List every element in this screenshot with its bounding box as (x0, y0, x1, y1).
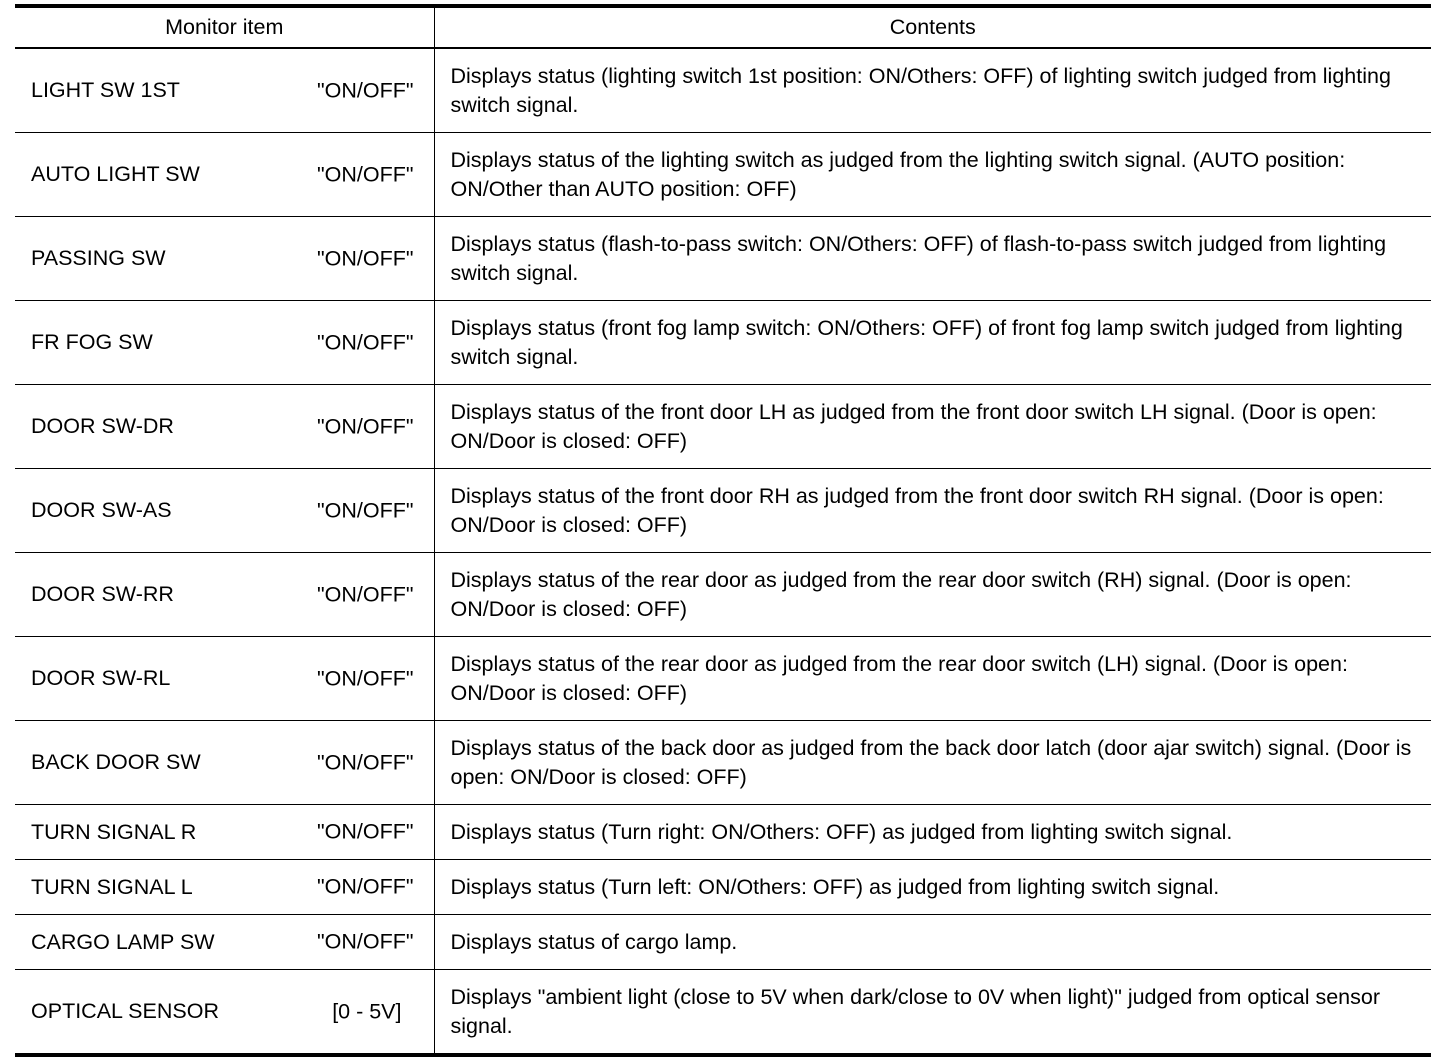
table-row: AUTO LIGHT SW "ON/OFF" Displays status of… (15, 132, 1431, 217)
contents-cell: Displays status (Turn right: ON/Others: … (434, 804, 1431, 860)
monitor-item-name: LIGHT SW 1ST (31, 78, 180, 102)
monitor-item-cell: DOOR SW-RR "ON/OFF" (15, 552, 435, 637)
table-row: DOOR SW-AS "ON/OFF" Displays status of th… (15, 468, 1431, 553)
monitor-item-value: "ON/OFF" (317, 666, 414, 690)
monitor-item-name: DOOR SW-RR (31, 582, 174, 606)
monitor-item-name: BACK DOOR SW (31, 750, 201, 774)
monitor-item-cell: OPTICAL SENSOR [0 - 5V] (15, 969, 435, 1055)
monitor-item-value: "ON/OFF" (317, 929, 414, 954)
table-row: BACK DOOR SW "ON/OFF" Displays status of … (15, 720, 1431, 805)
monitor-item-cell: TURN SIGNAL R "ON/OFF" (15, 804, 435, 860)
table-row: CARGO LAMP SW "ON/OFF" Displays status of… (15, 914, 1431, 970)
monitor-item-cell: DOOR SW-RL "ON/OFF" (15, 636, 435, 721)
monitor-item-cell: DOOR SW-AS "ON/OFF" (15, 468, 435, 553)
table-row: DOOR SW-DR "ON/OFF" Displays status of th… (15, 384, 1431, 469)
contents-cell: Displays status (flash-to-pass switch: O… (434, 216, 1431, 301)
monitor-item-name: TURN SIGNAL L (31, 875, 193, 899)
monitor-item-cell: CARGO LAMP SW "ON/OFF" (15, 914, 435, 970)
monitor-item-name: TURN SIGNAL R (31, 820, 197, 844)
contents-cell: Displays status (Turn left: ON/Others: O… (434, 859, 1431, 915)
monitor-item-cell: LIGHT SW 1ST "ON/OFF" (15, 48, 435, 133)
contents-cell: Displays status of the rear door as judg… (434, 636, 1431, 721)
table-row: TURN SIGNAL L "ON/OFF" Displays status (T… (15, 859, 1431, 915)
table-row: OPTICAL SENSOR [0 - 5V] Displays "ambient… (15, 969, 1431, 1055)
monitor-item-cell: PASSING SW "ON/OFF" (15, 216, 435, 301)
monitor-item-value: "ON/OFF" (317, 498, 414, 522)
monitor-item-value: "ON/OFF" (317, 582, 414, 606)
table-row: TURN SIGNAL R "ON/OFF" Displays status (T… (15, 804, 1431, 860)
monitor-item-table: Monitor item Contents LIGHT SW 1ST "ON/OF… (15, 4, 1431, 1057)
contents-cell: Displays "ambient light (close to 5V whe… (450, 984, 1380, 1038)
contents-cell: Displays status of cargo lamp. (434, 914, 1431, 970)
monitor-item-name: OPTICAL SENSOR (31, 999, 219, 1023)
monitor-item-value: "ON/OFF" (317, 874, 414, 899)
table-row: FR FOG SW "ON/OFF" Displays status (front… (15, 300, 1431, 385)
table-row: DOOR SW-RR "ON/OFF" Displays status of th… (15, 552, 1431, 637)
monitor-item-name: FR FOG SW (31, 330, 153, 354)
contents-cell: Displays status of the lighting switch a… (434, 132, 1431, 217)
monitor-item-value: "ON/OFF" (317, 78, 414, 102)
contents-cell: Displays status (lighting switch 1st pos… (434, 48, 1431, 133)
contents-cell: Displays status of the back door as judg… (434, 720, 1431, 805)
monitor-item-value: "ON/OFF" (317, 162, 414, 186)
monitor-item-value: "ON/OFF" (317, 414, 414, 438)
header-monitor-item: Monitor item (15, 6, 435, 49)
monitor-item-name: CARGO LAMP SW (31, 930, 215, 954)
contents-cell: Displays status of the front door RH as … (434, 468, 1431, 553)
monitor-item-name: PASSING SW (31, 246, 166, 270)
header-row: Monitor item Contents (15, 6, 1431, 49)
contents-cell: Displays status (front fog lamp switch: … (434, 300, 1431, 385)
monitor-item-value: "ON/OFF" (317, 819, 414, 844)
table-row: PASSING SW "ON/OFF" Displays status (flas… (15, 216, 1431, 301)
table-row: DOOR SW-RL "ON/OFF" Displays status of th… (15, 636, 1431, 721)
header-contents: Contents (434, 6, 1431, 49)
monitor-item-name: DOOR SW-AS (31, 498, 172, 522)
monitor-item-cell: BACK DOOR SW "ON/OFF" (15, 720, 435, 805)
contents-cell: Displays status of the rear door as judg… (434, 552, 1431, 637)
monitor-item-cell: TURN SIGNAL L "ON/OFF" (15, 859, 435, 915)
monitor-item-value: "ON/OFF" (317, 330, 414, 354)
contents-cell: Displays status of the front door LH as … (434, 384, 1431, 469)
monitor-item-name: DOOR SW-RL (31, 666, 171, 690)
monitor-item-cell: AUTO LIGHT SW "ON/OFF" (15, 132, 435, 217)
monitor-item-cell: DOOR SW-DR "ON/OFF" (15, 384, 435, 469)
monitor-item-value: "ON/OFF" (317, 750, 414, 774)
monitor-item-name: AUTO LIGHT SW (31, 162, 200, 186)
monitor-item-value: [0 - 5V] (332, 999, 402, 1023)
monitor-item-cell: FR FOG SW "ON/OFF" (15, 300, 435, 385)
monitor-item-value: "ON/OFF" (317, 246, 414, 270)
table-row: LIGHT SW 1ST "ON/OFF" Displays status (li… (15, 48, 1431, 133)
monitor-item-name: DOOR SW-DR (31, 414, 174, 438)
